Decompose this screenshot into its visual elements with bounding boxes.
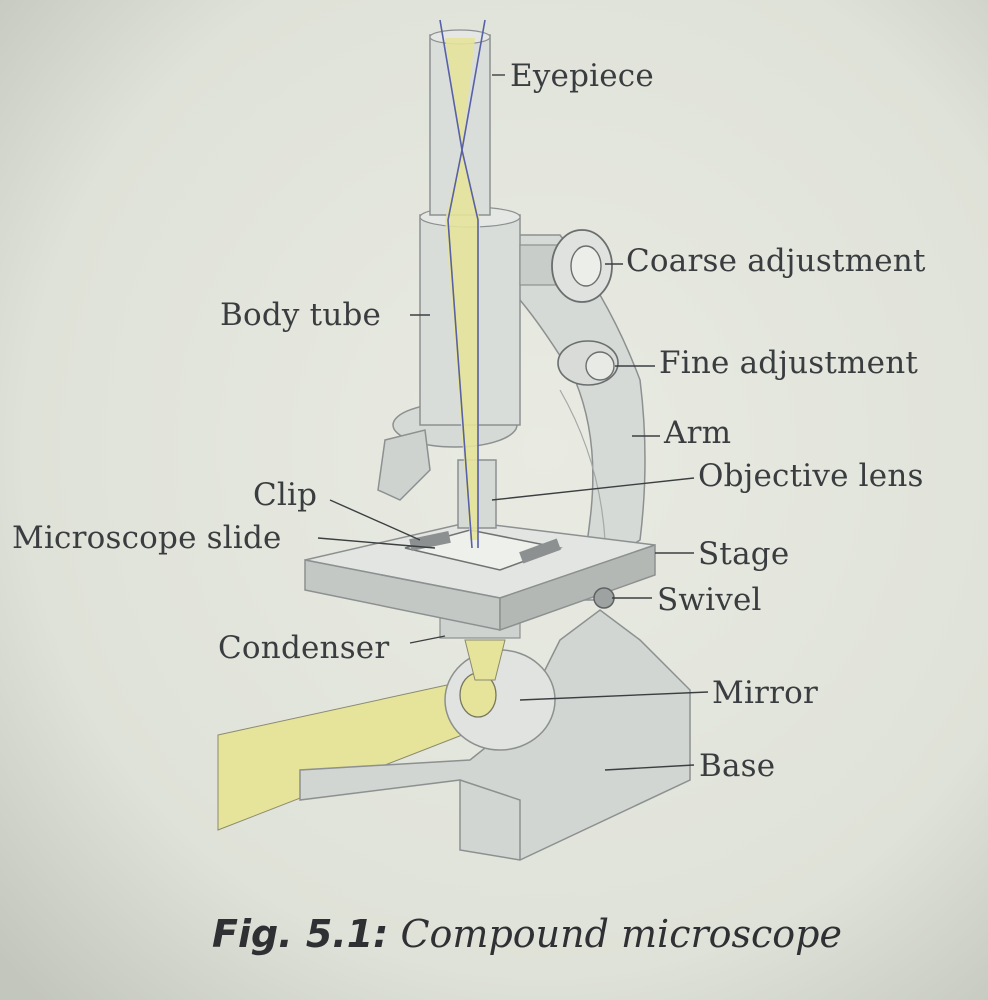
fine-adjustment-label: Fine adjustment xyxy=(659,345,919,381)
condenser-light xyxy=(464,639,506,681)
eyepiece-label: Eyepiece xyxy=(510,58,654,94)
body-tube-label: Body tube xyxy=(220,297,382,333)
coarse-adjustment-label: Coarse adjustment xyxy=(626,243,926,279)
swivel-label: Swivel xyxy=(657,582,762,618)
incoming-light-beam xyxy=(217,679,476,831)
base-label: Base xyxy=(699,748,776,784)
figure-title: Compound microscope xyxy=(400,912,842,956)
objective-lens-label: Objective lens xyxy=(698,458,924,494)
leader-lines xyxy=(317,74,709,771)
mirror-label: Mirror xyxy=(712,675,818,711)
swivel-knob xyxy=(593,587,615,609)
optical-light-path xyxy=(445,38,480,540)
microscope-slide-label: Microscope slide xyxy=(12,520,282,556)
clip-label: Clip xyxy=(253,477,318,513)
condenser-label: Condenser xyxy=(218,630,390,666)
figure-caption: Fig. 5.1: Compound microscope xyxy=(212,912,842,956)
objective-side xyxy=(377,429,431,501)
arm-label: Arm xyxy=(664,415,732,451)
figure-number: Fig. 5.1: xyxy=(212,912,389,956)
stage-label: Stage xyxy=(698,536,790,572)
